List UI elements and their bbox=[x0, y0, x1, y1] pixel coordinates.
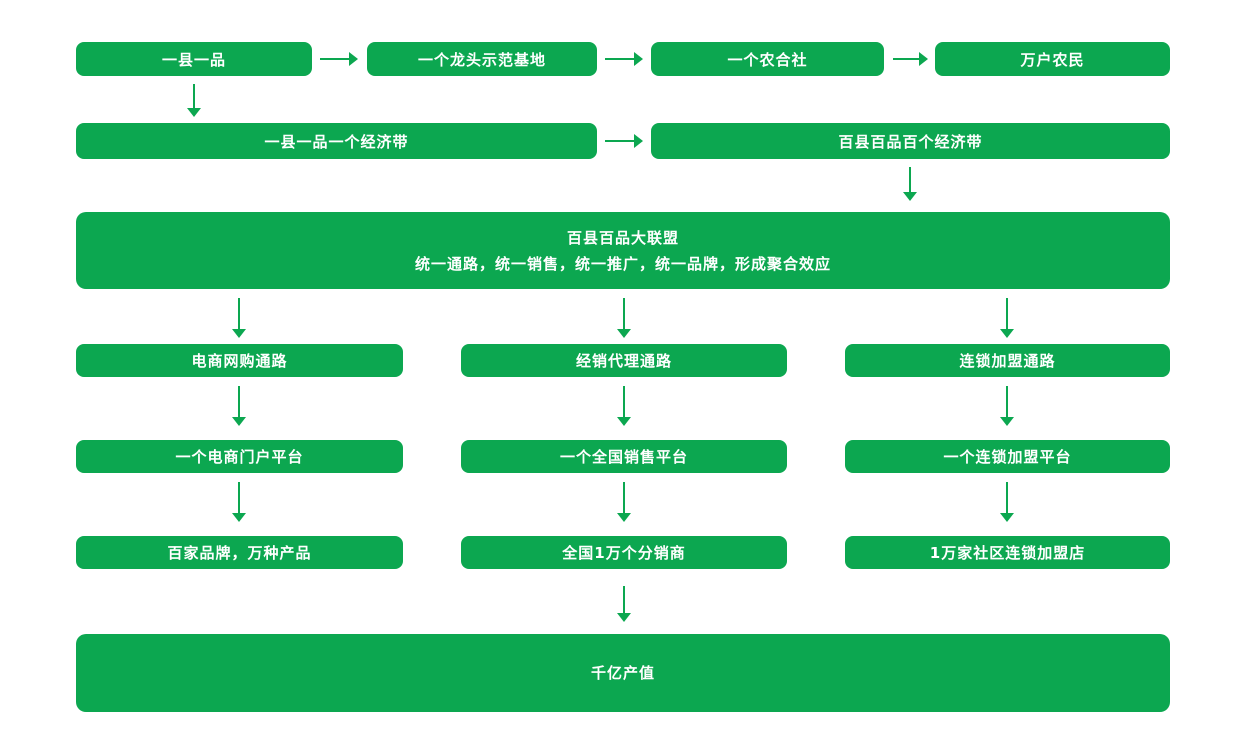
arrow-down-icon bbox=[187, 84, 201, 117]
arrow-right-icon bbox=[605, 52, 643, 66]
node-ecommerce-channel: 电商网购通路 bbox=[76, 344, 403, 377]
node-national-sales-platform: 一个全国销售平台 bbox=[461, 440, 787, 473]
arrow-down-icon bbox=[232, 386, 246, 426]
arrow-down-icon bbox=[617, 386, 631, 426]
node-distribution-channel: 经销代理通路 bbox=[461, 344, 787, 377]
arrow-down-icon bbox=[1000, 298, 1014, 338]
node-franchise-stores: 1万家社区连锁加盟店 bbox=[845, 536, 1170, 569]
arrow-down-icon bbox=[232, 298, 246, 338]
node-one-county-economic-belt: 一县一品一个经济带 bbox=[76, 123, 597, 159]
node-distributors: 全国1万个分销商 bbox=[461, 536, 787, 569]
node-hundred-county-economic-belts: 百县百品百个经济带 bbox=[651, 123, 1170, 159]
node-one-leading-demo-base: 一个龙头示范基地 bbox=[367, 42, 597, 76]
arrow-right-icon bbox=[320, 52, 358, 66]
node-ecommerce-platform: 一个电商门户平台 bbox=[76, 440, 403, 473]
arrow-right-icon bbox=[605, 134, 643, 148]
arrow-right-icon bbox=[893, 52, 928, 66]
node-brands-products: 百家品牌，万种产品 bbox=[76, 536, 403, 569]
arrow-down-icon bbox=[617, 586, 631, 622]
node-one-farmer-coop: 一个农合社 bbox=[651, 42, 884, 76]
arrow-down-icon bbox=[232, 482, 246, 522]
arrow-down-icon bbox=[617, 298, 631, 338]
node-one-county-one-product: 一县一品 bbox=[76, 42, 312, 76]
node-output-value: 千亿产值 bbox=[76, 634, 1170, 712]
arrow-down-icon bbox=[617, 482, 631, 522]
node-ten-thousand-farmers: 万户农民 bbox=[935, 42, 1170, 76]
arrow-down-icon bbox=[1000, 482, 1014, 522]
arrow-down-icon bbox=[903, 167, 917, 201]
alliance-subtitle: 统一通路，统一销售，统一推广，统一品牌，形成聚合效应 bbox=[414, 254, 831, 273]
arrow-down-icon bbox=[1000, 386, 1014, 426]
node-franchise-channel: 连锁加盟通路 bbox=[845, 344, 1170, 377]
alliance-title: 百县百品大联盟 bbox=[566, 228, 679, 247]
node-franchise-platform: 一个连锁加盟平台 bbox=[845, 440, 1170, 473]
node-alliance: 百县百品大联盟 统一通路，统一销售，统一推广，统一品牌，形成聚合效应 bbox=[76, 212, 1170, 289]
